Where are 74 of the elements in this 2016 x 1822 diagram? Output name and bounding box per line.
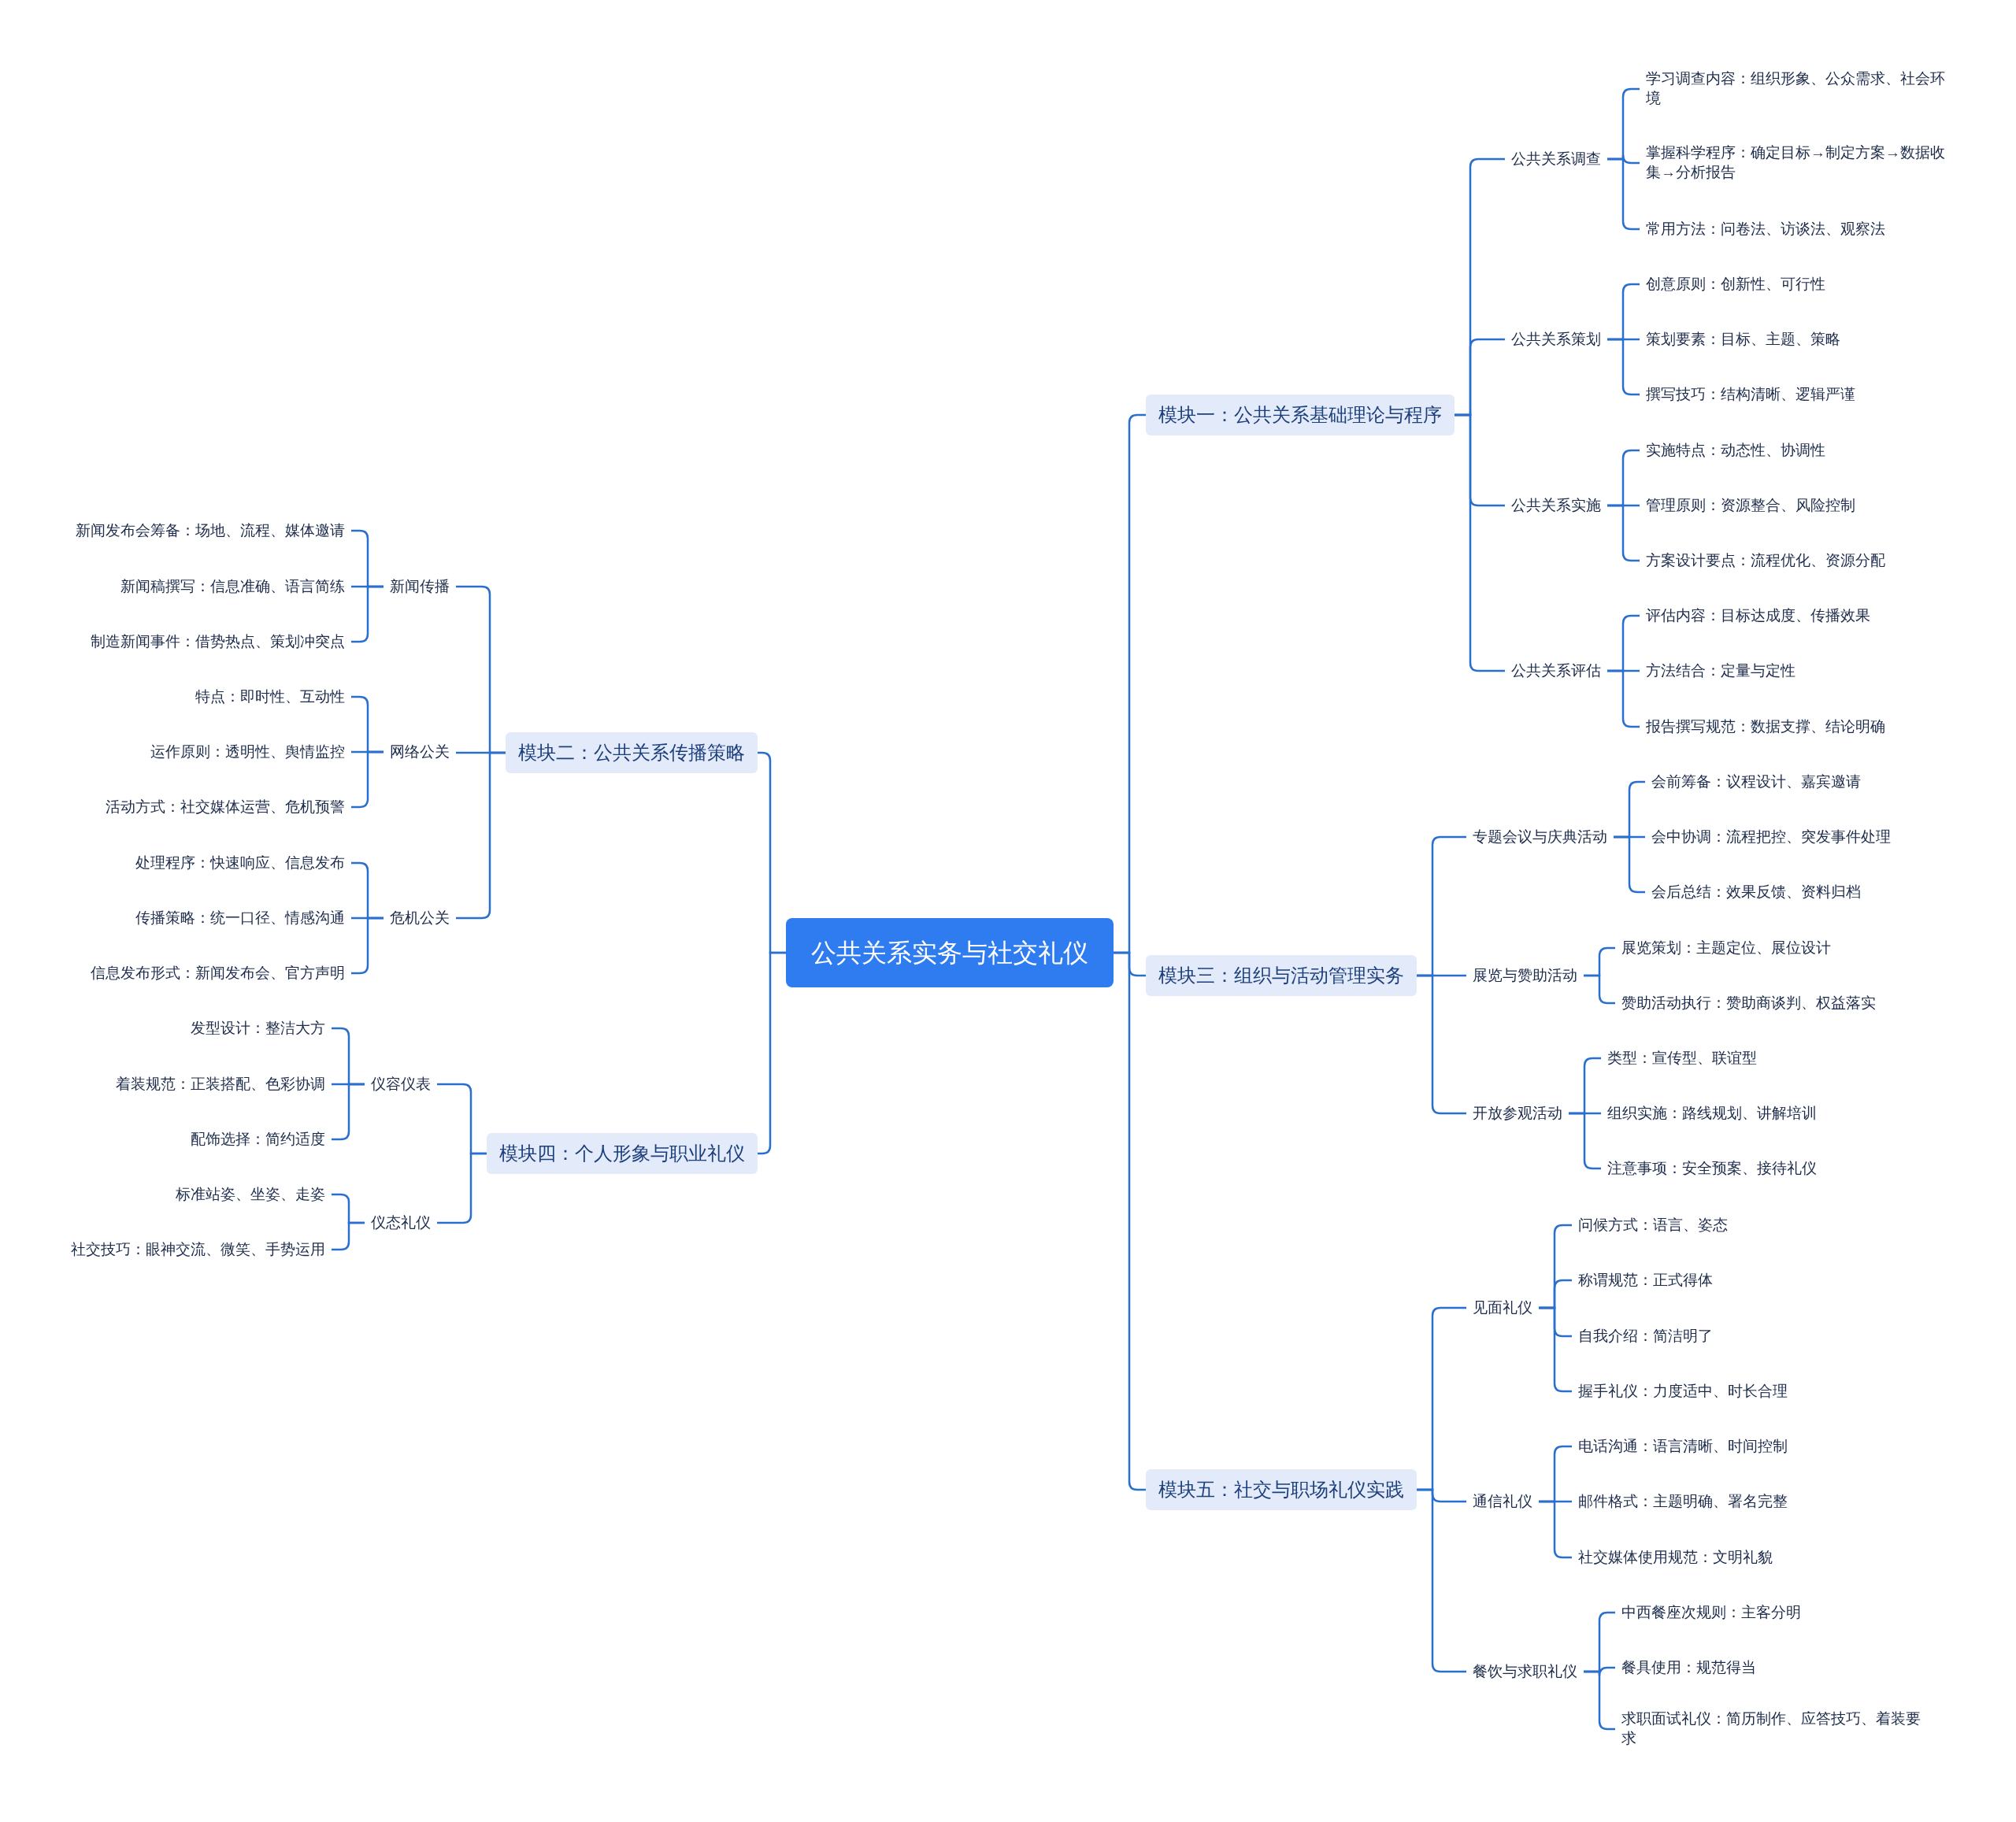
subtopic-label: 见面礼仪: [1466, 1293, 1539, 1323]
leaf-topic-text: 学习调查内容：组织形象、公众需求、社会环境: [1640, 66, 1955, 112]
connector-line: [758, 951, 786, 1155]
subtopic-label: 仪容仪表: [365, 1069, 437, 1099]
leaf-topic-text: 着装规范：正装搭配、色彩协调: [109, 1071, 332, 1098]
connector-line: [1584, 974, 1615, 1005]
leaf-topic-text: 方法结合：定量与定性: [1640, 657, 1802, 684]
connector-line: [1417, 974, 1466, 1115]
connector-line: [332, 1221, 365, 1251]
leaf-topic-text: 称谓规范：正式得体: [1572, 1267, 1719, 1294]
module-topic-box: 模块五：社交与职场礼仪实践: [1146, 1469, 1417, 1510]
leaf-topic-text: 社交媒体使用规范：文明礼貌: [1572, 1544, 1779, 1571]
subtopic-label: 展览与赞助活动: [1466, 961, 1584, 991]
leaf-topic-text: 配饰选择：简约适度: [184, 1126, 332, 1153]
leaf-topic-text: 自我介绍：简洁明了: [1572, 1323, 1719, 1350]
subtopic-label: 公共关系评估: [1505, 656, 1607, 686]
leaf-topic-text: 会中协调：流程把控、突发事件处理: [1645, 824, 1897, 850]
leaf-topic-text: 信息发布形式：新闻发布会、官方声明: [84, 960, 351, 987]
leaf-topic-text: 赞助活动执行：赞助商谈判、权益落实: [1615, 990, 1882, 1017]
leaf-topic-text: 社交技巧：眼神交流、微笑、手势运用: [65, 1236, 332, 1263]
subtopic-label: 危机公关: [384, 903, 456, 933]
subtopic-label: 专题会议与庆典活动: [1466, 822, 1614, 852]
subtopic-label: 餐饮与求职礼仪: [1466, 1657, 1584, 1687]
subtopic-label: 仪态礼仪: [365, 1208, 437, 1238]
leaf-topic-text: 问候方式：语言、姿态: [1572, 1212, 1734, 1239]
leaf-topic-text: 邮件格式：主题明确、署名完整: [1572, 1488, 1794, 1515]
root-topic-box: 公共关系实务与社交礼仪: [786, 918, 1114, 987]
leaf-topic-text: 中西餐座次规则：主客分明: [1615, 1599, 1807, 1626]
module-topic-box: 模块一：公共关系基础理论与程序: [1146, 394, 1455, 435]
leaf-topic-text: 新闻稿撰写：信息准确、语言简练: [114, 573, 351, 600]
leaf-topic-text: 新闻发布会筹备：场地、流程、媒体邀请: [69, 517, 351, 544]
leaf-topic-text: 组织实施：路线规划、讲解培训: [1601, 1100, 1823, 1127]
leaf-topic-text: 标准站姿、坐姿、走姿: [169, 1181, 332, 1208]
leaf-topic-text: 制造新闻事件：借势热点、策划冲突点: [84, 628, 351, 655]
leaf-topic-text: 掌握科学程序：确定目标→制定方案→数据收集→分析报告: [1640, 140, 1955, 186]
connector-line: [1455, 413, 1505, 672]
leaf-topic-text: 特点：即时性、互动性: [189, 683, 351, 710]
leaf-topic-text: 评估内容：目标达成度、传播效果: [1640, 602, 1877, 629]
module-topic-box: 模块三：组织与活动管理实务: [1146, 955, 1417, 996]
leaf-topic-text: 策划要素：目标、主题、策略: [1640, 326, 1847, 353]
module-topic-box: 模块四：个人形象与职业礼仪: [487, 1133, 758, 1174]
subtopic-label: 开放参观活动: [1466, 1098, 1569, 1128]
subtopic-label: 公共关系策划: [1505, 324, 1607, 354]
module-topic-box: 模块二：公共关系传播策略: [506, 732, 758, 773]
leaf-topic-text: 发型设计：整洁大方: [184, 1015, 332, 1042]
leaf-topic-text: 会前筹备：议程设计、嘉宾邀请: [1645, 768, 1867, 795]
leaf-topic-text: 创意原则：创新性、可行性: [1640, 271, 1832, 298]
leaf-topic-text: 握手礼仪：力度适中、时长合理: [1572, 1378, 1794, 1405]
leaf-topic-text: 处理程序：快速响应、信息发布: [129, 850, 351, 876]
leaf-topic-text: 求职面试礼仪：简历制作、应答技巧、着装要求: [1615, 1706, 1930, 1752]
subtopic-label: 通信礼仪: [1466, 1487, 1539, 1516]
leaf-topic-text: 运作原则：透明性、舆情监控: [144, 739, 351, 765]
leaf-topic-text: 活动方式：社交媒体运营、危机预警: [99, 794, 351, 820]
connector-line: [456, 751, 506, 920]
subtopic-label: 新闻传播: [384, 572, 456, 602]
leaf-topic-text: 电话沟通：语言清晰、时间控制: [1572, 1433, 1794, 1460]
leaf-topic-text: 传播策略：统一口径、情感沟通: [129, 905, 351, 931]
connector-line: [1114, 951, 1146, 1491]
subtopic-label: 网络公关: [384, 737, 456, 767]
leaf-topic-text: 方案设计要点：流程优化、资源分配: [1640, 547, 1892, 574]
leaf-topic-text: 展览策划：主题定位、展位设计: [1615, 935, 1837, 961]
leaf-topic-text: 报告撰写规范：数据支撑、结论明确: [1640, 713, 1892, 740]
leaf-topic-text: 常用方法：问卷法、访谈法、观察法: [1640, 216, 1892, 243]
leaf-topic-text: 注意事项：安全预案、接待礼仪: [1601, 1155, 1823, 1182]
leaf-topic-text: 餐具使用：规范得当: [1615, 1654, 1762, 1681]
leaf-topic-text: 撰写技巧：结构清晰、逻辑严谨: [1640, 381, 1862, 408]
subtopic-label: 公共关系调查: [1505, 144, 1607, 174]
connector-line: [437, 1152, 487, 1224]
leaf-topic-text: 会后总结：效果反馈、资料归档: [1645, 879, 1867, 905]
leaf-topic-text: 类型：宣传型、联谊型: [1601, 1045, 1763, 1072]
subtopic-label: 公共关系实施: [1505, 491, 1607, 520]
leaf-topic-text: 管理原则：资源整合、风险控制: [1640, 492, 1862, 519]
leaf-topic-text: 实施特点：动态性、协调性: [1640, 437, 1832, 464]
connector-line: [1417, 1488, 1466, 1673]
